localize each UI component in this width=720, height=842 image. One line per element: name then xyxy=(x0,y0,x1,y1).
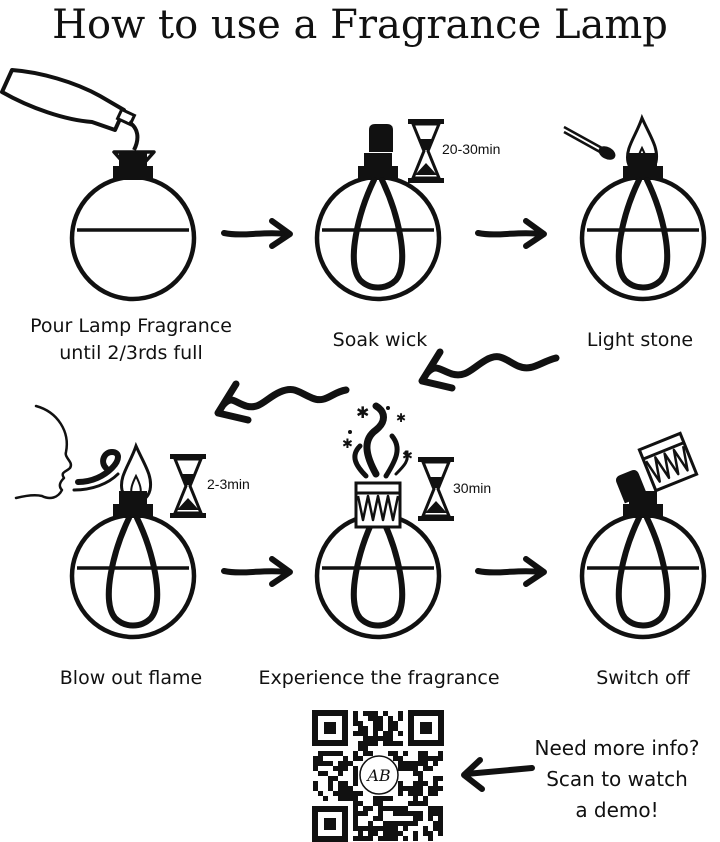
step-experience: ✱ ✱ ✱ ✱ xyxy=(317,402,456,637)
step-pour xyxy=(0,68,194,299)
hourglass-icon xyxy=(168,452,208,520)
pour-bottle-icon xyxy=(0,68,140,151)
fragrance-smoke-icon: ✱ ✱ ✱ ✱ xyxy=(342,402,413,479)
info-line: Scan to watch xyxy=(546,767,688,791)
step-label-blow: Blow out flame xyxy=(59,667,203,689)
svg-text:✱: ✱ xyxy=(402,449,413,464)
burner-icon xyxy=(354,481,402,529)
face-icon xyxy=(14,404,73,500)
lamp-icon xyxy=(582,491,704,637)
info-line: Need more info? xyxy=(534,736,700,760)
timer-experience: 30min xyxy=(453,480,492,496)
arrow-icon xyxy=(461,757,535,792)
step-label-soak: Soak wick xyxy=(332,329,428,351)
info-line: a demo! xyxy=(575,798,659,822)
lamp-icon xyxy=(582,153,704,299)
step-label-line: until 2/3rds full xyxy=(59,342,203,364)
arrow-icon xyxy=(224,221,290,246)
arrow-icon xyxy=(214,380,350,424)
step-switch-off xyxy=(582,431,704,637)
step-label-light: Light stone xyxy=(586,329,694,351)
timer-blow: 2-3min xyxy=(207,476,250,492)
svg-text:✱: ✱ xyxy=(356,403,369,422)
lamp-icon xyxy=(72,153,194,299)
info-text: Need more info? Scan to watch a demo! xyxy=(520,733,714,826)
hourglass-icon xyxy=(406,117,446,185)
breath-icon xyxy=(72,448,121,492)
qr-modules xyxy=(313,711,443,841)
arrow-icon xyxy=(478,559,544,584)
hourglass-icon xyxy=(416,455,456,523)
step-soak xyxy=(317,117,446,299)
step-label-switch-off: Switch off xyxy=(596,667,690,689)
step-label-line: Pour Lamp Fragrance xyxy=(30,315,232,337)
cap-icon xyxy=(369,124,393,152)
page-title: How to use a Fragrance Lamp xyxy=(52,2,668,48)
arrow-icon xyxy=(224,559,290,584)
step-label-experience: Experience the fragrance xyxy=(258,667,500,689)
arrow-icon xyxy=(478,221,544,246)
step-light xyxy=(563,116,704,299)
match-icon xyxy=(563,125,616,160)
burner-icon xyxy=(637,431,699,493)
svg-text:✱: ✱ xyxy=(342,437,353,452)
step-blow xyxy=(14,404,208,637)
qr-logo: AB xyxy=(365,766,391,785)
timer-soak: 20-30min xyxy=(442,141,501,157)
arrow-icon xyxy=(418,348,560,392)
step-label-pour: Pour Lamp Fragrance until 2/3rds full xyxy=(0,313,262,367)
qr-code-icon: AB xyxy=(312,710,444,842)
svg-text:✱: ✱ xyxy=(396,411,406,425)
